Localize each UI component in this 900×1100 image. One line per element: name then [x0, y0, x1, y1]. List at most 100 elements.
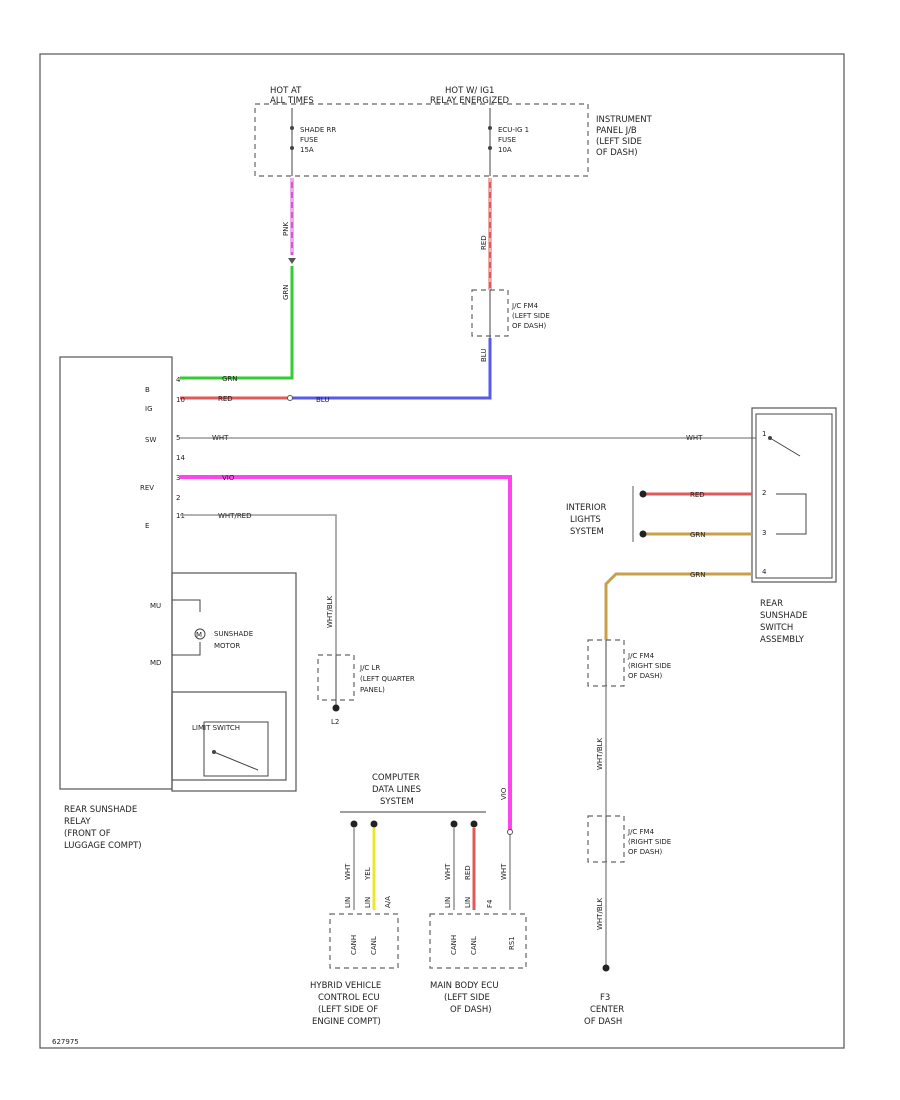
wire-label-grn-v: GRN	[282, 284, 290, 300]
limit-switch-blade-icon	[213, 751, 259, 771]
motor-mu: MU	[150, 602, 161, 610]
switch-lamp-loop	[776, 493, 807, 535]
diagram-id: 627975	[52, 1038, 79, 1046]
body-port-1: CANH	[450, 935, 458, 955]
wire-label-wht-a: WHT	[344, 863, 352, 880]
fuse2-name: ECU-IG 1	[498, 126, 529, 134]
hv-port-2: CANL	[370, 936, 378, 955]
main-body-ecu-box	[429, 913, 527, 969]
jc-lr-l3: PANEL)	[360, 686, 385, 694]
jc-r2-l1: J/C FM4	[627, 828, 655, 836]
interior-pin-1	[639, 490, 647, 498]
jc-r1-l2: (RIGHT SIDE	[628, 662, 671, 670]
hv-l4: ENGINE COMPT)	[312, 1017, 381, 1027]
interior-l1: INTERIOR	[566, 503, 607, 513]
switch-pin-4: 4	[762, 568, 767, 576]
jb-label-1: INSTRUMENT	[596, 115, 653, 125]
limit-switch-label: LIMIT SWITCH	[192, 724, 240, 732]
relay-pin-num-2: 10	[176, 396, 185, 404]
hot-ig-label: HOT W/ IG1	[445, 86, 494, 96]
jb-label-2: PANEL J/B	[596, 126, 637, 136]
instrument-panel-jb-box	[254, 103, 589, 177]
hv-pin-1: LIN	[344, 897, 352, 908]
gnd-f3-l3: OF DASH	[584, 1017, 622, 1027]
wire-label-whtblk-3: WHT/BLK	[596, 897, 604, 930]
relay-pin-sw: SW	[145, 436, 156, 444]
gnd-f3-l2: CENTER	[590, 1005, 624, 1015]
body-port-2: CANL	[470, 936, 478, 955]
jc-r1-l1: J/C FM4	[627, 652, 655, 660]
relay-pin-rev: REV	[140, 484, 154, 492]
ground-l2-label: L2	[331, 718, 339, 726]
wire-label-grn: GRN	[222, 375, 238, 383]
switch-name-2: SUNSHADE	[760, 611, 808, 621]
wire-label-vio: VIO	[222, 474, 235, 482]
motor-m: M	[196, 631, 202, 639]
wire-label-whtblk-2: WHT/BLK	[596, 737, 604, 770]
wire-label-red-3: RED	[464, 865, 472, 880]
wire-label-red-ig: RED	[218, 395, 233, 403]
relay-name-4: LUGGAGE COMPT)	[64, 841, 142, 851]
jc-fm-l2: (LEFT SIDE	[512, 312, 550, 320]
hv-ecu-box	[329, 913, 399, 969]
wire-label-blu: BLU	[316, 396, 329, 404]
cds-pin-3	[450, 820, 458, 828]
hv-l1: HYBRID VEHICLE	[310, 981, 381, 991]
switch-pivot	[768, 436, 772, 440]
jb-label-3: (LEFT SIDE	[596, 137, 642, 147]
jc-r2-l2: (RIGHT SIDE	[628, 838, 671, 846]
fuse1-dot-top	[290, 126, 294, 130]
jc-fm-l1: J/C FM4	[511, 302, 539, 310]
wire-blue	[290, 338, 492, 400]
computer-l1: COMPUTER	[372, 773, 420, 783]
wire-violet-rev	[180, 475, 512, 832]
switch-pin-3: 3	[762, 529, 766, 537]
motor-label-2: MOTOR	[214, 642, 240, 650]
wire-label-wht-c: WHT	[500, 863, 508, 880]
all-times-label: ALL TIMES	[270, 96, 314, 106]
wire-label-wht-2: WHT	[686, 434, 703, 442]
relay-pin-num-7: 11	[176, 512, 185, 520]
motor-label-1: SUNSHADE	[214, 630, 253, 638]
wire-label-grn-interior: GRN	[690, 531, 706, 539]
body-pin-1: LIN	[444, 897, 452, 908]
relay-name-1: REAR SUNSHADE	[64, 805, 137, 815]
cds-pin-2	[370, 820, 378, 828]
fuse2-word: FUSE	[498, 136, 516, 144]
limit-switch-pivot	[212, 750, 216, 754]
relay-pin-e: E	[145, 522, 149, 530]
splice-ig	[287, 395, 293, 401]
relay-pin-num-6: 2	[176, 494, 180, 502]
wire-label-wht-b: WHT	[444, 863, 452, 880]
connector-arrow-1	[288, 258, 296, 264]
wire-label-whtblk-v: WHT/BLK	[326, 595, 334, 628]
jc-r2-l3: OF DASH)	[628, 848, 663, 856]
motor-md: MD	[150, 659, 161, 667]
relay-name-3: (FRONT OF	[64, 829, 111, 839]
wire-label-grn-pin4: GRN	[690, 571, 706, 579]
body-l3: OF DASH)	[450, 1005, 492, 1015]
relay-name-2: RELAY	[64, 817, 91, 827]
computer-l3: SYSTEM	[380, 797, 414, 807]
rear-sunshade-relay-box	[59, 356, 173, 790]
switch-pin-2: 2	[762, 489, 766, 497]
body-l2: (LEFT SIDE	[444, 993, 490, 1003]
outer-border	[39, 53, 845, 1049]
hv-port-1: CANH	[350, 935, 358, 955]
hv-l2: CONTROL ECU	[318, 993, 380, 1003]
wire-tan-pin4	[604, 572, 752, 640]
ground-f3-icon	[602, 964, 610, 972]
switch-name-3: SWITCH	[760, 623, 793, 633]
switch-name-4: ASSEMBLY	[760, 635, 805, 645]
hv-pin-2: LIN	[364, 897, 372, 908]
jc-lr-l1: J/C LR	[359, 664, 380, 672]
body-pin-3: F4	[486, 899, 494, 908]
body-l1: MAIN BODY ECU	[430, 981, 499, 991]
cds-pin-1	[350, 820, 358, 828]
relay-pin-num-5: 3	[176, 474, 180, 482]
motor-wire-top	[172, 599, 201, 612]
relay-pin-num-4: 14	[176, 454, 185, 462]
wire-green-b	[180, 266, 294, 380]
computer-l2: DATA LINES	[372, 785, 421, 795]
